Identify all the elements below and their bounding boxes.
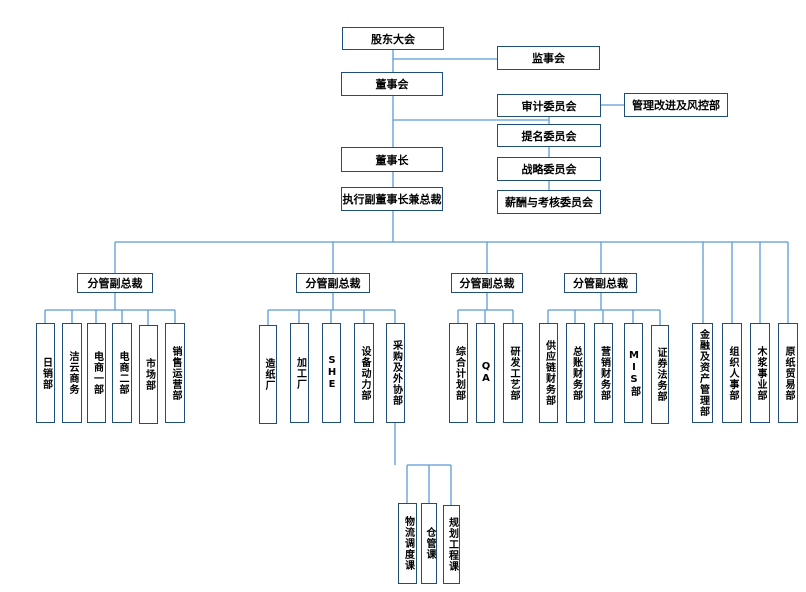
risk-dept-box: 管理改进及风控部 [624, 93, 728, 117]
vp-box-3: 分管副总裁 [451, 273, 523, 293]
dept-label: 销售运营部 [170, 345, 181, 401]
dept-box: 销售运营部 [165, 323, 185, 423]
dept-box: 市场部 [139, 325, 158, 424]
dept-box: 电商二部 [112, 323, 132, 423]
dept-label: QA [480, 361, 492, 385]
dept-label: 设备动力部 [359, 345, 370, 401]
sub-dept-label: 规划工程课 [446, 517, 458, 572]
dept-label: 组织人事部 [727, 345, 738, 401]
dept-label: 木浆事业部 [755, 345, 766, 401]
dept-box: 洁云商务 [62, 323, 82, 423]
president-box: 执行副董事长兼总裁 [341, 187, 443, 211]
dept-box: 设备动力部 [354, 323, 374, 423]
dept-label: 金融及资产管理部 [697, 329, 709, 417]
supervisors-box: 监事会 [497, 46, 600, 70]
vp-box-1: 分管副总裁 [77, 273, 153, 293]
sub-dept-label: 仓管课 [424, 527, 435, 560]
dept-label: 综合计划部 [453, 345, 465, 401]
dept-label: 电商二部 [117, 351, 128, 395]
dept-label: 营销财务部 [598, 345, 610, 401]
dept-label: 电商一部 [91, 351, 103, 395]
dept-label: 总账财务部 [570, 345, 582, 401]
dept-label: 洁云商务 [67, 351, 78, 395]
independent-dept-box: 金融及资产管理部 [692, 323, 713, 423]
dept-box: SHE [322, 323, 341, 423]
dept-label: 供应链财务部 [543, 340, 555, 406]
audit-committee-box: 审计委员会 [497, 94, 601, 117]
dept-box: 电商一部 [87, 323, 106, 423]
dept-label: 采购及外协部 [390, 340, 402, 406]
sub-dept-box: 仓管课 [421, 503, 437, 584]
dept-label: 市场部 [143, 358, 155, 391]
shareholders-box: 股东大会 [342, 27, 444, 50]
dept-label: MIS部 [628, 349, 640, 397]
dept-box: 证券法务部 [651, 325, 669, 424]
dept-box: 日销部 [36, 323, 55, 423]
dept-label: 加工厂 [294, 356, 306, 390]
nomination-committee-box: 提名委员会 [497, 124, 601, 147]
dept-box: 供应链财务部 [539, 323, 558, 423]
dept-box: 造纸厂 [259, 325, 277, 424]
independent-dept-box: 原纸贸易部 [778, 323, 798, 423]
dept-box: 研发工艺部 [503, 323, 523, 423]
dept-box: QA [476, 323, 495, 423]
dept-label: 原纸贸易部 [783, 345, 794, 401]
dept-box: MIS部 [624, 323, 643, 423]
chairman-box: 董事长 [341, 147, 443, 172]
vp-box-2: 分管副总裁 [296, 273, 370, 293]
sub-dept-label: 物流调度课 [402, 516, 414, 571]
dept-label: 研发工艺部 [508, 345, 519, 401]
dept-box: 综合计划部 [449, 323, 468, 423]
dept-label: 证券法务部 [655, 347, 666, 402]
dept-label: 造纸厂 [263, 358, 274, 391]
board-box: 董事会 [341, 72, 443, 96]
independent-dept-box: 组织人事部 [722, 323, 742, 423]
independent-dept-box: 木浆事业部 [750, 323, 770, 423]
dept-box: 加工厂 [290, 323, 309, 423]
dept-label: 日销部 [40, 356, 52, 390]
sub-dept-box: 物流调度课 [398, 503, 417, 584]
compensation-committee-box: 薪酬与考核委员会 [497, 190, 601, 214]
vp-box-4: 分管副总裁 [564, 273, 637, 293]
strategy-committee-box: 战略委员会 [497, 157, 601, 181]
sub-dept-box: 规划工程课 [443, 505, 460, 584]
dept-label: SHE [326, 355, 338, 391]
dept-box: 营销财务部 [594, 323, 613, 423]
dept-box: 采购及外协部 [386, 323, 405, 423]
dept-box: 总账财务部 [566, 323, 585, 423]
